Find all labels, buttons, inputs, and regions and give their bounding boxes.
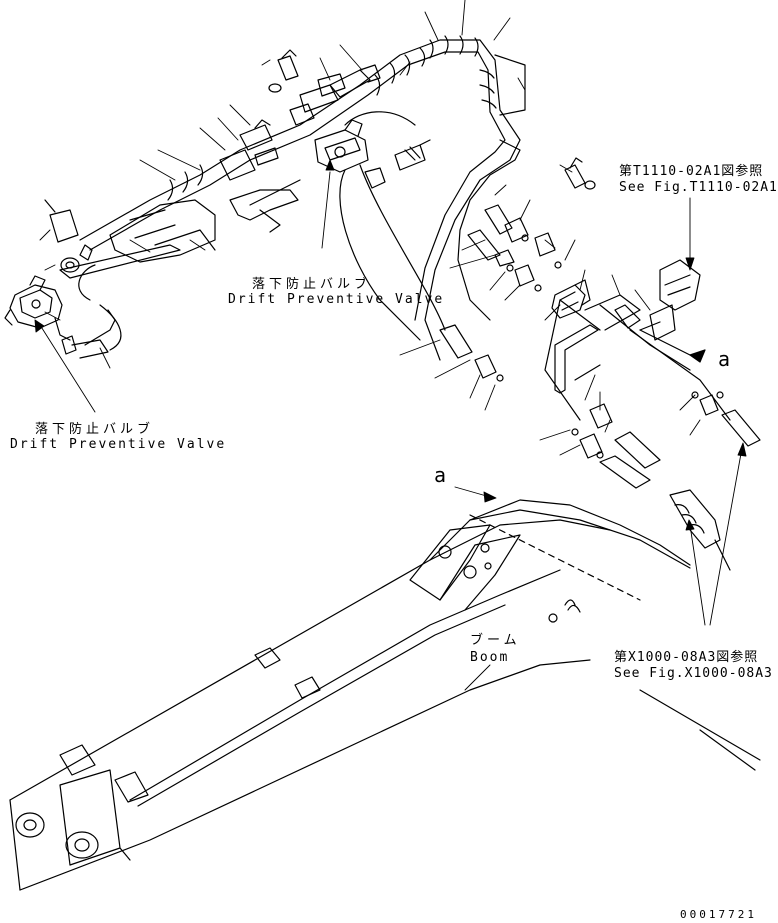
- marker-a-right: a: [718, 347, 731, 371]
- drawing-number: 00017721: [680, 908, 757, 921]
- boom-drawing: [9, 499, 761, 891]
- marker-a-left: a: [434, 463, 447, 487]
- boom-label-ja: ブーム: [470, 633, 521, 648]
- ref-fig-t1110-en: See Fig.T1110-02A1: [619, 180, 778, 195]
- boom-label-en: Boom: [470, 650, 510, 665]
- ref-fig-t1110-ja: 第T1110-02A1図参照: [619, 164, 764, 179]
- valve-left-label-ja: 落下防止バルブ: [35, 422, 155, 437]
- leader-lines: [34, 0, 747, 691]
- valve-lower-left: [4, 264, 122, 359]
- valve-upper-label-en: Drift Preventive Valve: [228, 292, 445, 307]
- ref-fig-x1000-ja: 第X1000-08A3図参照: [614, 650, 759, 665]
- valve-left-label-en: Drift Preventive Valve: [10, 437, 227, 452]
- right-fittings: [439, 157, 761, 571]
- ref-fig-x1000-en: See Fig.X1000-08A3: [614, 666, 773, 681]
- hose-assembly-upper: [44, 35, 526, 361]
- valve-upper-label-ja: 落下防止バルブ: [252, 277, 372, 292]
